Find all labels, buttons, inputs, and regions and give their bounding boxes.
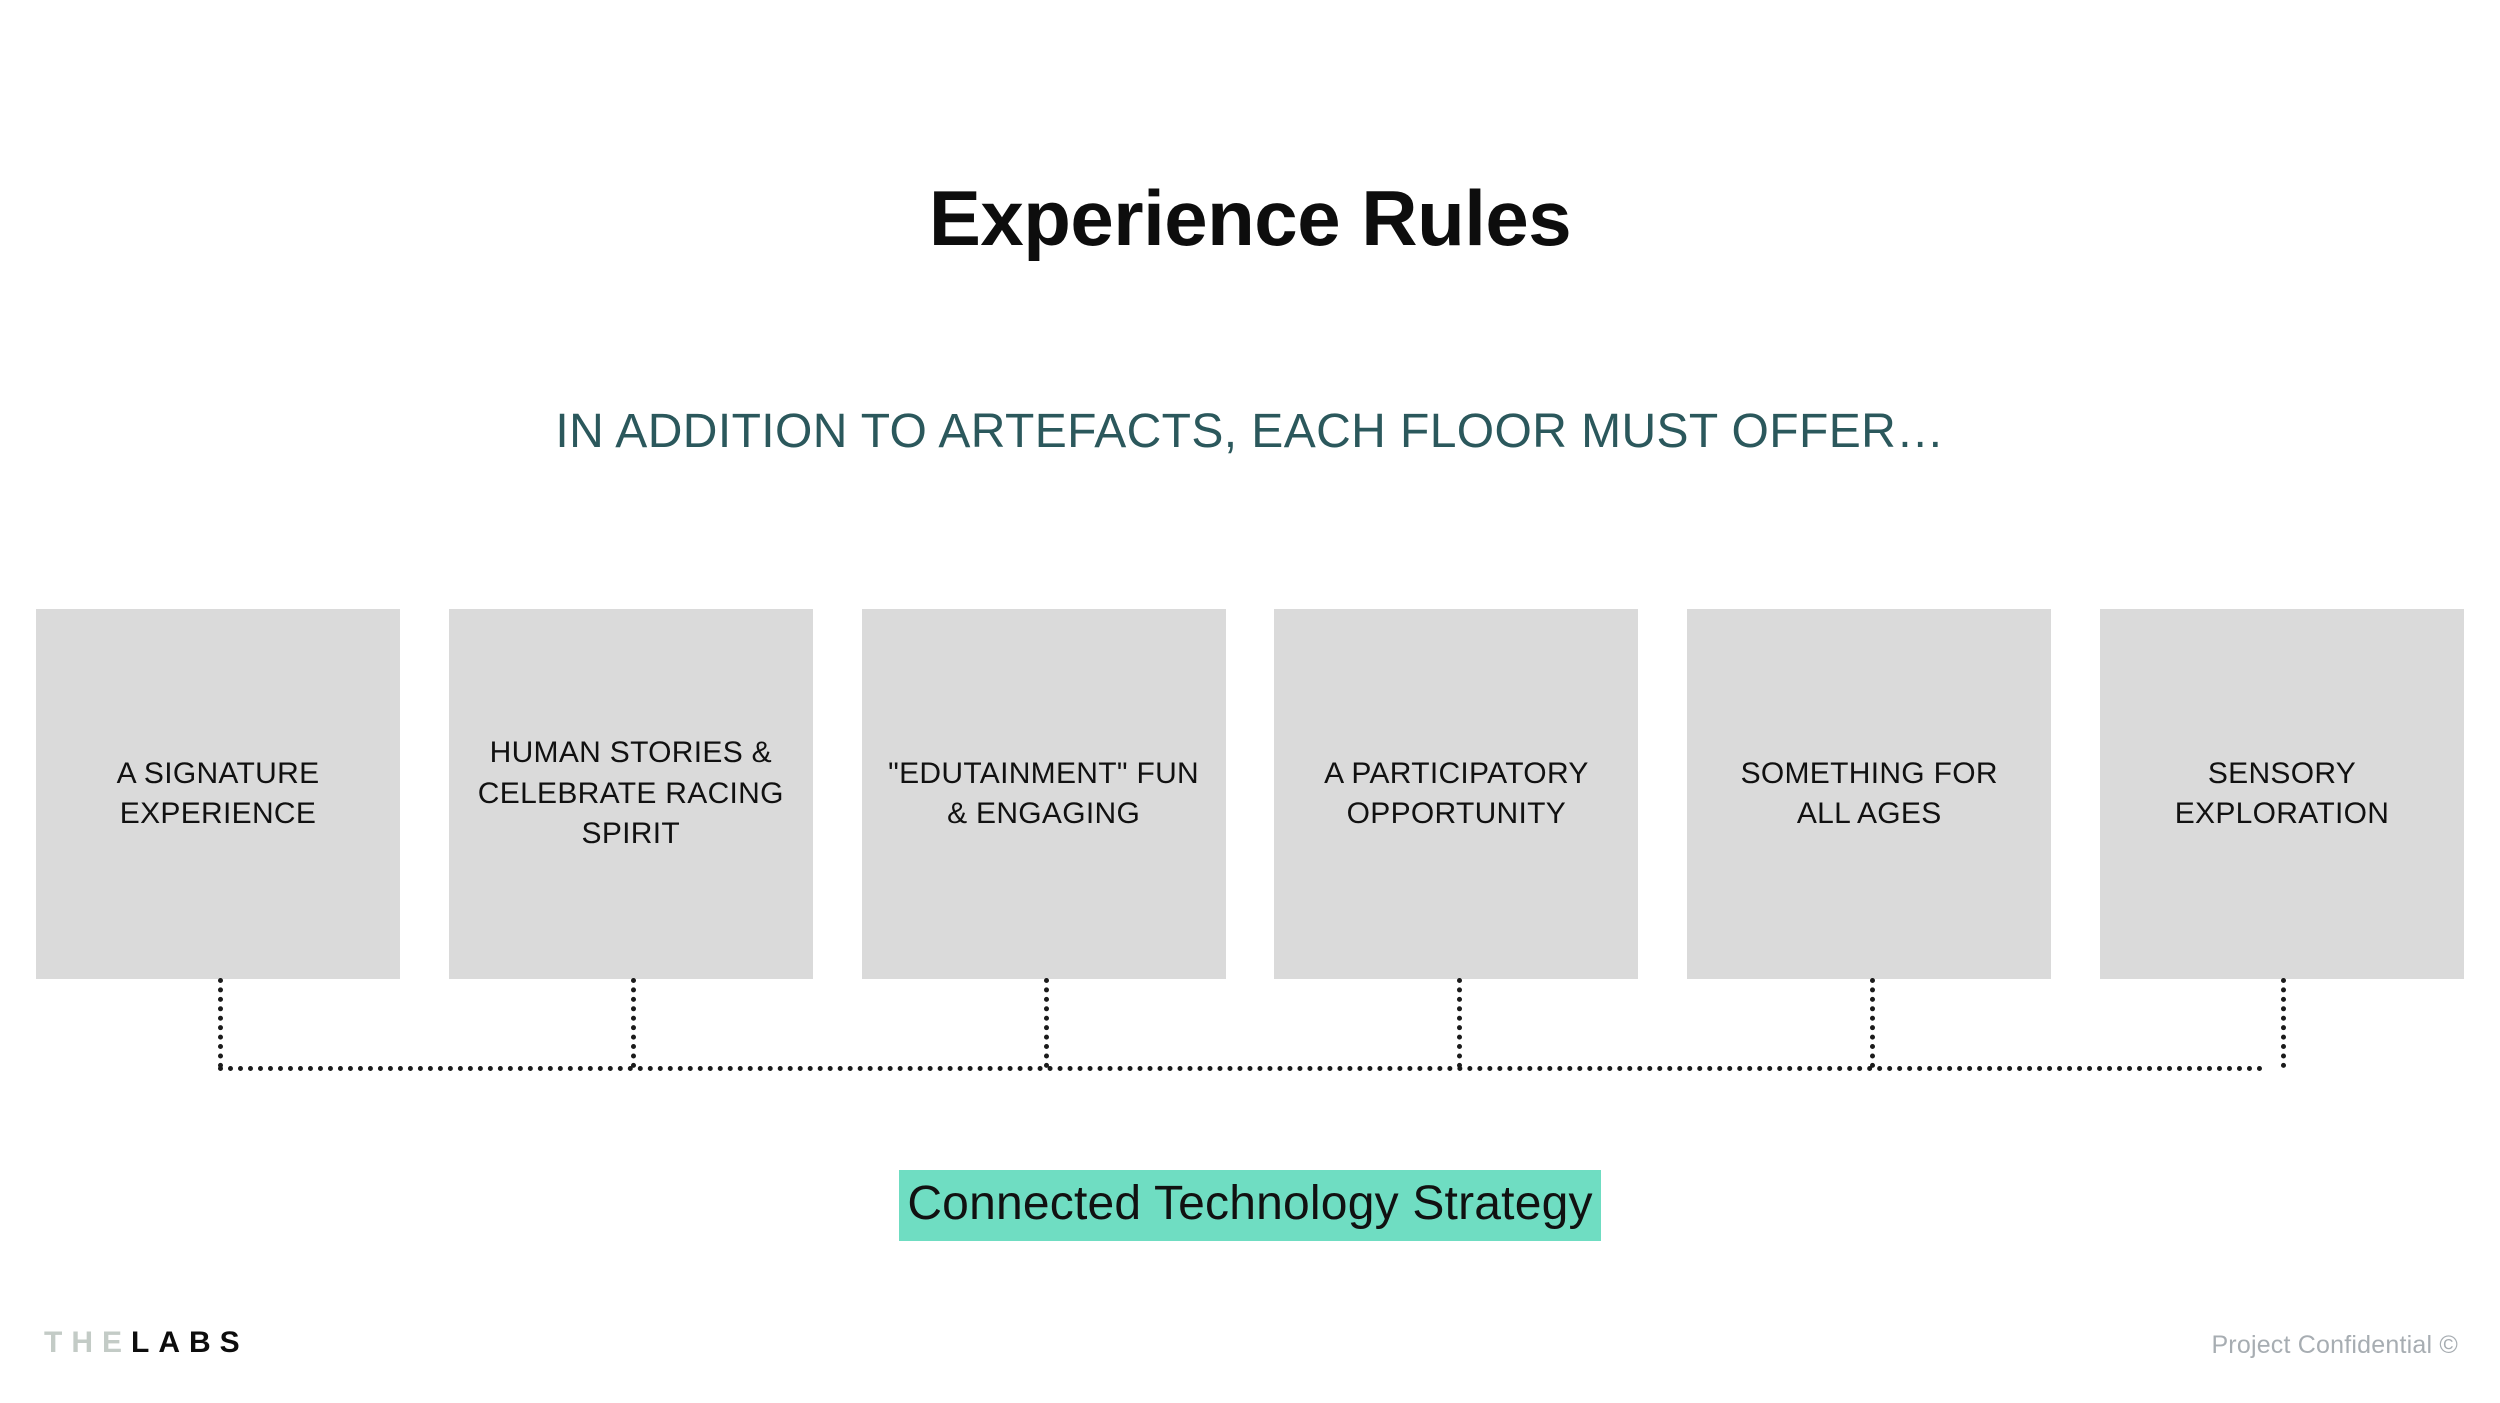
brand-logo: THELABS bbox=[44, 1326, 249, 1360]
connector-drop-1 bbox=[218, 978, 223, 1068]
rule-box-label: "EDUTAINMENT" FUN & ENGAGING bbox=[888, 756, 1199, 831]
rule-box-3[interactable]: "EDUTAINMENT" FUN & ENGAGING bbox=[861, 609, 1226, 979]
callout-container: Connected Technology Strategy bbox=[0, 1170, 2500, 1241]
rule-boxes-row: A SIGNATURE EXPERIENCE HUMAN STORIES & C… bbox=[36, 609, 2464, 979]
connected-technology-strategy-callout[interactable]: Connected Technology Strategy bbox=[899, 1170, 1601, 1241]
dotted-connector-group bbox=[0, 978, 2500, 1078]
brand-logo-labs: LABS bbox=[131, 1326, 249, 1359]
brand-logo-the: THE bbox=[44, 1326, 131, 1359]
confidentiality-notice: Project Confidential © bbox=[2211, 1331, 2458, 1359]
connector-drop-3 bbox=[1044, 978, 1049, 1068]
rule-box-label: SENSORY EXPLORATION bbox=[2174, 756, 2390, 831]
rule-box-4[interactable]: A PARTICIPATORY OPPORTUNITY bbox=[1274, 609, 1639, 979]
connector-drop-2 bbox=[631, 978, 636, 1068]
rule-box-2[interactable]: HUMAN STORIES & CELEBRATE RACING SPIRIT bbox=[448, 609, 813, 979]
rule-box-1[interactable]: A SIGNATURE EXPERIENCE bbox=[36, 609, 400, 979]
slide-subtitle: IN ADDITION TO ARTEFACTS, EACH FLOOR MUS… bbox=[555, 405, 1945, 458]
connector-horizontal-rail bbox=[218, 1066, 2264, 1071]
rule-box-6[interactable]: SENSORY EXPLORATION bbox=[2099, 609, 2464, 979]
connector-drop-6 bbox=[2281, 978, 2286, 1068]
rule-box-label: SOMETHING FOR ALL AGES bbox=[1740, 756, 1998, 831]
connector-drop-4 bbox=[1457, 978, 1462, 1068]
rule-box-5[interactable]: SOMETHING FOR ALL AGES bbox=[1687, 609, 2052, 979]
page-title: Experience Rules bbox=[928, 174, 1572, 262]
connector-drop-5 bbox=[1870, 978, 1875, 1068]
rule-box-label: HUMAN STORIES & CELEBRATE RACING SPIRIT bbox=[477, 736, 784, 851]
rule-box-label: A SIGNATURE EXPERIENCE bbox=[116, 756, 320, 831]
rule-box-label: A PARTICIPATORY OPPORTUNITY bbox=[1324, 756, 1589, 831]
